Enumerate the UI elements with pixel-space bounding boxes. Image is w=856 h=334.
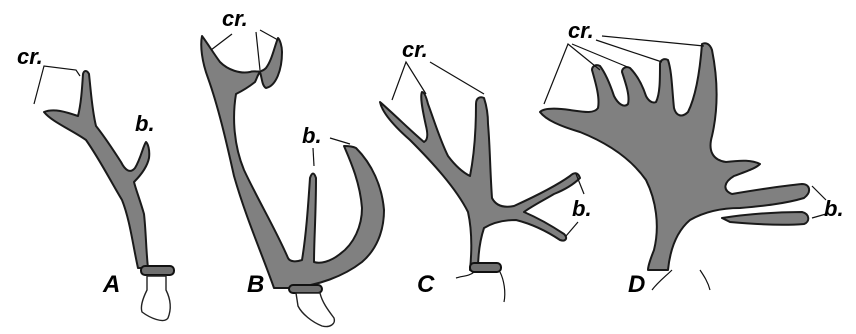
burr-a bbox=[141, 266, 174, 275]
panel-letter-c: C bbox=[417, 271, 435, 298]
panel-b: cr. b. B bbox=[201, 6, 384, 327]
crown-label-a: cr. bbox=[17, 44, 43, 69]
crown-leader-c2 bbox=[430, 62, 484, 94]
pedicle-d bbox=[652, 270, 710, 290]
brow-leader-b bbox=[313, 148, 314, 166]
pedicle-c bbox=[456, 272, 505, 302]
brow-tine-d bbox=[722, 212, 808, 225]
burr-b bbox=[289, 285, 322, 293]
antler-b bbox=[201, 36, 384, 288]
pedicle-a bbox=[141, 276, 170, 320]
crown-label-b: cr. bbox=[222, 6, 248, 31]
panel-d: cr. b. D bbox=[540, 18, 844, 298]
antler-a bbox=[44, 71, 149, 268]
brow-leader-b2 bbox=[330, 138, 350, 144]
crown-leader-d3 bbox=[596, 40, 662, 62]
pedicle-b bbox=[296, 293, 334, 327]
brow-label-d: b. bbox=[824, 196, 844, 221]
panel-letter-d: D bbox=[628, 271, 645, 298]
panel-letter-a: A bbox=[102, 271, 120, 298]
burr-c bbox=[470, 263, 501, 272]
panel-c: cr. b. C bbox=[380, 37, 592, 302]
crown-label-d: cr. bbox=[568, 18, 594, 43]
crown-leader-b2 bbox=[256, 32, 260, 70]
crown-label-c: cr. bbox=[402, 37, 428, 62]
crown-leader-b3 bbox=[260, 30, 278, 40]
crown-leader-d4 bbox=[602, 36, 704, 46]
crown-leader-b bbox=[211, 34, 232, 50]
crown-leader-d2 bbox=[572, 44, 630, 68]
panel-letter-b: B bbox=[247, 271, 264, 298]
brow-label-c: b. bbox=[572, 196, 592, 221]
brow-label-a: b. bbox=[135, 111, 155, 136]
panel-a: cr. b. A bbox=[17, 44, 174, 320]
brow-label-b: b. bbox=[302, 123, 322, 148]
brow-leader-c2 bbox=[566, 222, 578, 236]
antler-d bbox=[540, 43, 809, 270]
crown-leader-a bbox=[34, 66, 80, 104]
crown-leader-d bbox=[544, 44, 600, 104]
